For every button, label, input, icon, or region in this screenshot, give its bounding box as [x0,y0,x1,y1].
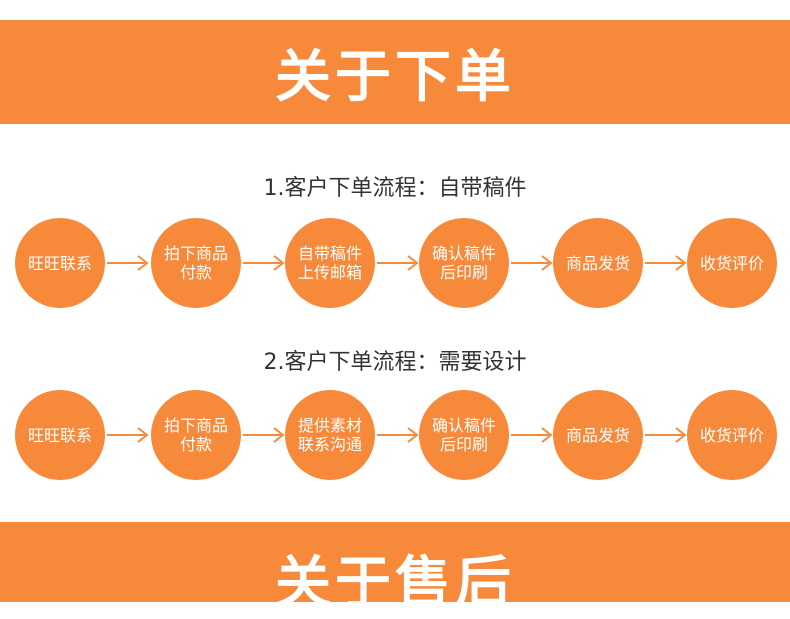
arrow-right-icon [643,424,689,446]
after-sales-banner: 关于售后 [0,522,790,616]
flow-2-step-confirm-print: 确认稿件 后印刷 [419,390,509,480]
flow-1-step-ship: 商品发货 [553,218,643,308]
flow-1-step-wangwang-contact: 旺旺联系 [15,218,105,308]
flow-1-steps: 旺旺联系 拍下商品 付款 自带稿件 上传邮箱 确认稿件 后印刷 商品发货 收货评… [0,218,790,310]
after-sales-title: 关于售后 [275,551,515,616]
flow-1-step-upload-files: 自带稿件 上传邮箱 [285,218,375,308]
arrow-right-icon [509,424,555,446]
flow-2-step-review: 收货评价 [687,390,777,480]
flow-2-title: 2.客户下单流程：需要设计 [263,350,527,375]
flow-2-steps: 旺旺联系 拍下商品 付款 提供素材 联系沟通 确认稿件 后印刷 商品发货 收货评… [0,390,790,482]
flow-1-step-confirm-print: 确认稿件 后印刷 [419,218,509,308]
arrow-right-icon [105,424,151,446]
about-ordering-title: 关于下单 [275,44,515,110]
flow-2-step-wangwang-contact: 旺旺联系 [15,390,105,480]
about-ordering-banner: 关于下单 [0,20,790,124]
arrow-right-icon [241,424,287,446]
arrow-right-icon [105,252,151,274]
flow-2-step-order-pay: 拍下商品 付款 [151,390,241,480]
flow-2-step-provide-materials: 提供素材 联系沟通 [285,390,375,480]
flow-1-title: 1.客户下单流程：自带稿件 [263,176,527,201]
arrow-right-icon [375,424,421,446]
arrow-right-icon [509,252,555,274]
flow-2-step-ship: 商品发货 [553,390,643,480]
arrow-right-icon [375,252,421,274]
arrow-right-icon [241,252,287,274]
flow-1-step-review: 收货评价 [687,218,777,308]
arrow-right-icon [643,252,689,274]
flow-1-step-order-pay: 拍下商品 付款 [151,218,241,308]
